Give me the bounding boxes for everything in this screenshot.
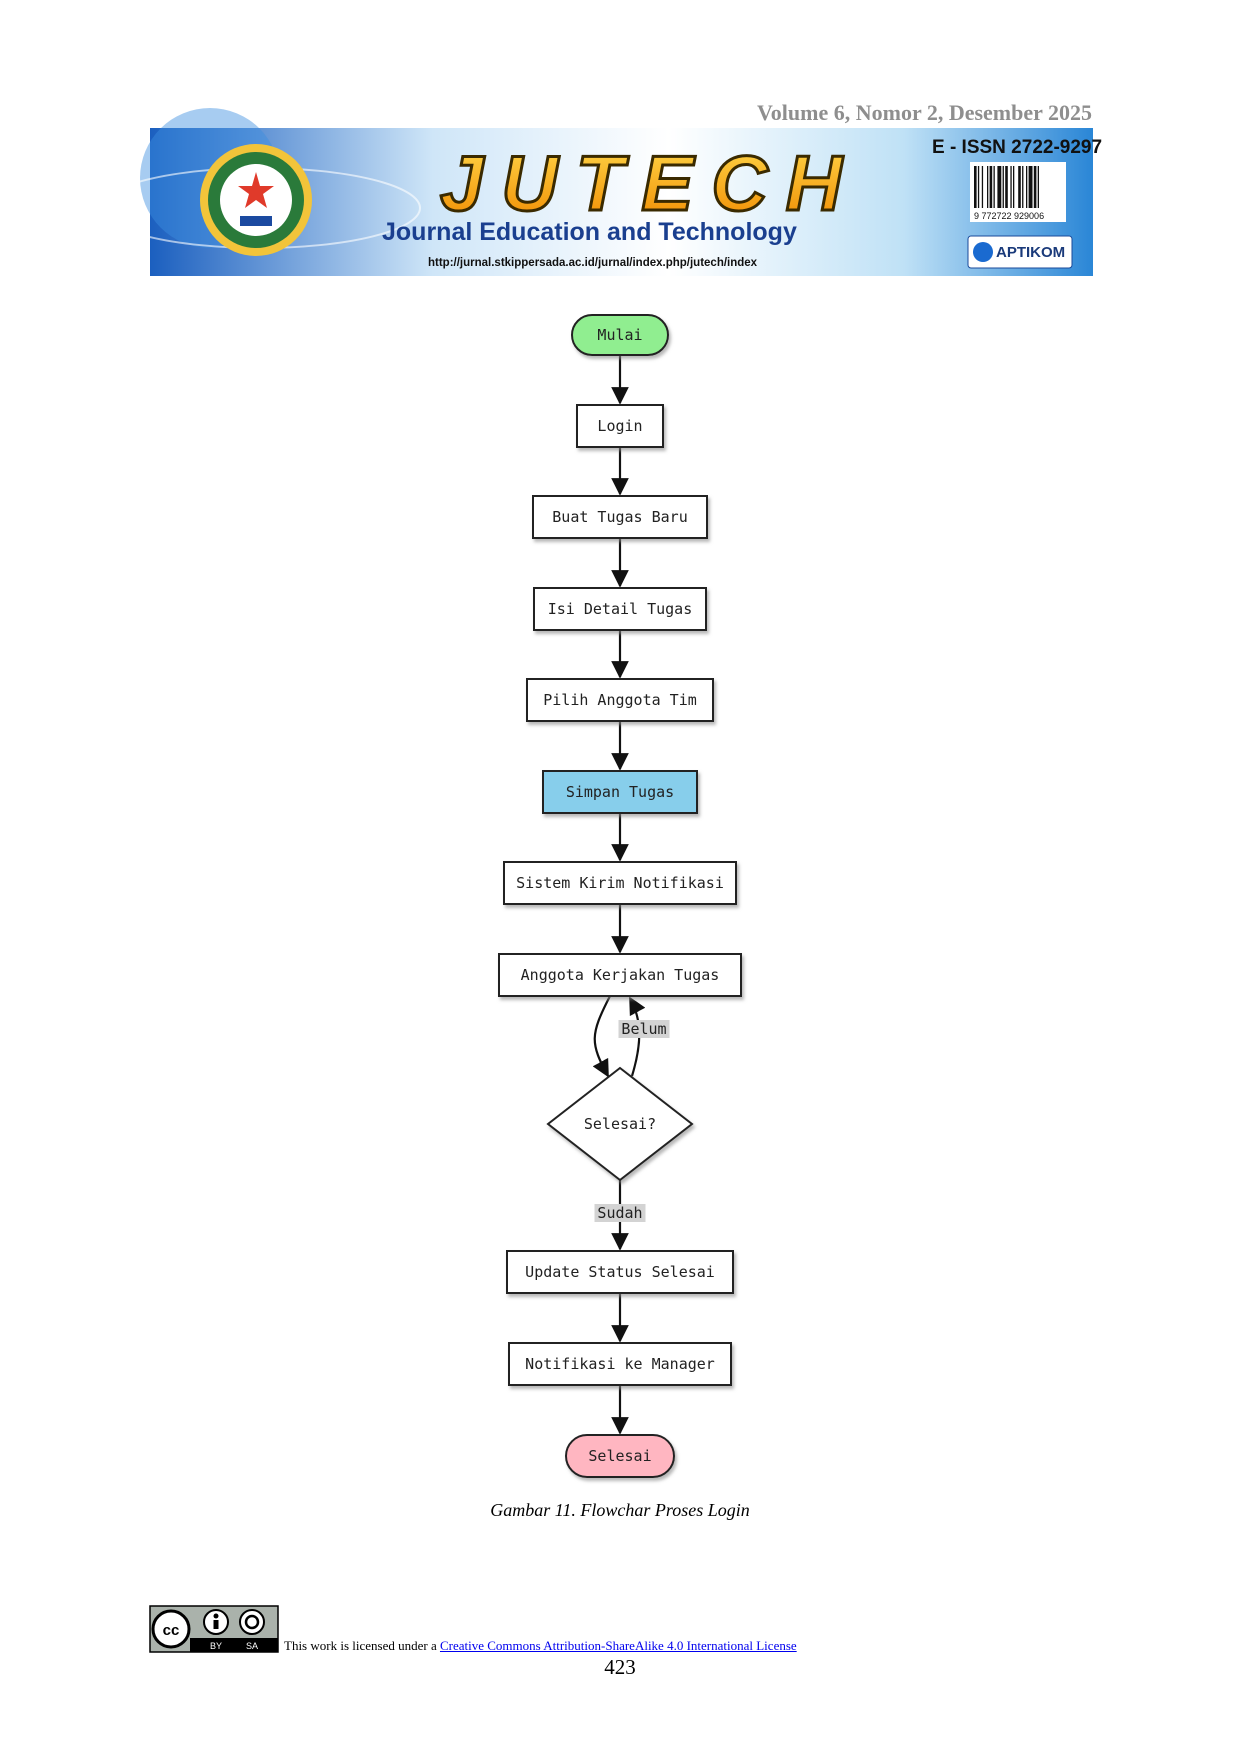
svg-text:E - ISSN 2722-9297: E - ISSN 2722-9297	[932, 137, 1102, 158]
edge-anggota-decision	[592, 995, 611, 1078]
journal-banner: JUTECH Journal Education and Technology …	[99, 108, 1102, 276]
node-login-label: Login	[597, 417, 642, 435]
college-emblem-icon	[200, 144, 312, 256]
node-anggota-shape	[498, 953, 742, 997]
node-decision: Selesai?	[546, 1066, 694, 1182]
node-login: Login	[576, 404, 664, 448]
node-isi-label: Isi Detail Tugas	[548, 600, 693, 618]
node-anggota-label: Anggota Kerjakan Tugas	[521, 966, 720, 984]
node-simpan: Simpan Tugas	[542, 770, 698, 814]
cc-by-sa-badge-icon: cc BY SA	[149, 1605, 279, 1653]
node-notif-label: Notifikasi ke Manager	[525, 1355, 715, 1373]
node-update: Update Status Selesai	[506, 1250, 734, 1294]
node-login-shape	[576, 404, 664, 448]
jutech-logo: JUTECH	[439, 138, 860, 229]
node-pilih: Pilih Anggota Tim	[526, 678, 714, 722]
license-prefix: This work is licensed under a	[284, 1638, 440, 1653]
node-decision-shape	[546, 1066, 694, 1182]
svg-text:http://jurnal.stkippersada.ac.: http://jurnal.stkippersada.ac.id/jurnal/…	[428, 257, 758, 269]
node-selesai-shape	[565, 1434, 675, 1478]
license-statement: This work is licensed under a Creative C…	[284, 1638, 797, 1654]
svg-text:SA: SA	[246, 1641, 258, 1651]
svg-text:9 772722 929006: 9 772722 929006	[974, 211, 1044, 221]
aptikom-logo: APTIKOM	[967, 235, 1073, 269]
node-mulai-shape	[571, 314, 669, 356]
node-buat: Buat Tugas Baru	[532, 495, 708, 539]
node-sistem-label: Sistem Kirim Notifikasi	[516, 874, 724, 892]
node-sistem-shape	[503, 861, 737, 905]
node-mulai: Mulai	[571, 314, 669, 356]
svg-text:APTIKOM: APTIKOM	[996, 244, 1065, 261]
volume-issue-header: Volume 6, Nomor 2, Desember 2025	[756, 100, 1092, 125]
node-update-shape	[506, 1250, 734, 1294]
node-notif-shape	[508, 1342, 732, 1386]
node-decision-label: Selesai?	[584, 1115, 656, 1133]
node-pilih-label: Pilih Anggota Tim	[543, 691, 697, 709]
license-link[interactable]: Creative Commons Attribution-ShareAlike …	[439, 1638, 797, 1653]
node-sistem: Sistem Kirim Notifikasi	[503, 861, 737, 905]
node-buat-label: Buat Tugas Baru	[552, 508, 687, 526]
node-simpan-shape	[542, 770, 698, 814]
svg-text:JUTECH: JUTECH	[440, 139, 860, 227]
node-isi-shape	[533, 587, 707, 631]
edge-label-sudah: Sudah	[594, 1204, 646, 1222]
svg-text:Belum: Belum	[621, 1020, 666, 1038]
node-selesai-label: Selesai	[588, 1447, 651, 1465]
svg-text:cc: cc	[163, 1622, 180, 1639]
node-pilih-shape	[526, 678, 714, 722]
svg-text:Sudah: Sudah	[597, 1204, 642, 1222]
figure-caption: Gambar 11. Flowchar Proses Login	[490, 1500, 750, 1520]
node-simpan-label: Simpan Tugas	[566, 783, 674, 801]
svg-text:BY: BY	[210, 1641, 222, 1651]
node-notif: Notifikasi ke Manager	[508, 1342, 732, 1386]
node-update-label: Update Status Selesai	[525, 1263, 715, 1281]
edge-label-belum: Belum	[618, 1020, 670, 1038]
barcode-icon: 9 772722 929006	[970, 162, 1066, 222]
node-isi: Isi Detail Tugas	[533, 587, 707, 631]
node-selesai: Selesai	[565, 1434, 675, 1478]
license-footer: cc BY SA This work is licensed under a C…	[149, 1605, 1110, 1654]
node-anggota: Anggota Kerjakan Tugas	[498, 953, 742, 997]
page-number: 423	[604, 1655, 636, 1679]
node-buat-shape	[532, 495, 708, 539]
svg-text:Journal Education and Technolo: Journal Education and Technology	[382, 218, 797, 246]
node-mulai-label: Mulai	[597, 326, 642, 344]
